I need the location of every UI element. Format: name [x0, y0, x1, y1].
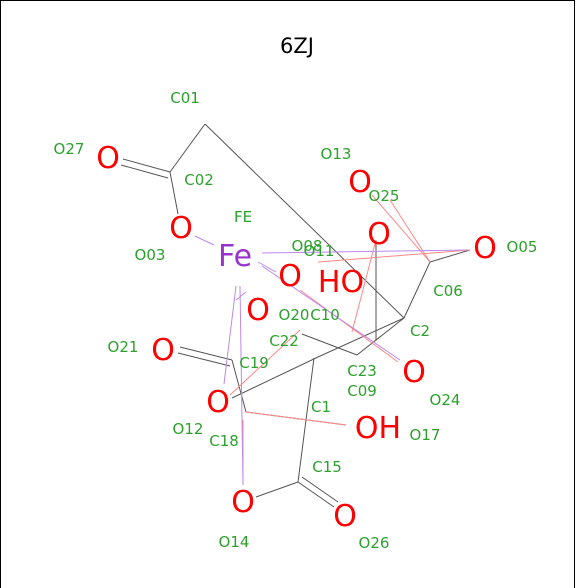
- bond-c02-o27-b: [120, 164, 169, 179]
- label-layer: C01 C02 O27 O03 FE O13 O25 O05 C06 O08 O…: [54, 89, 538, 552]
- atom-symbol-o11: HO: [318, 265, 364, 300]
- bond-fe-o24: [261, 265, 401, 361]
- diagram-title: 6ZJ: [280, 34, 314, 58]
- bond-o05-o11: [317, 249, 471, 263]
- bond-c02-o27-a: [122, 158, 171, 173]
- bond-fe-o08: [261, 249, 469, 254]
- atom-symbol-o05: O: [473, 231, 497, 266]
- atom-label-c10: C10: [310, 306, 340, 324]
- bond-c22-c19: [231, 356, 319, 399]
- atom-symbol-o08: O: [278, 259, 302, 294]
- bond-c02-o03: [169, 171, 179, 215]
- bond-c06-o05: [429, 249, 471, 263]
- atom-symbol-o21: O: [151, 333, 175, 368]
- atom-label-c18: C18: [209, 432, 239, 450]
- atom-label-c15: C15: [312, 458, 342, 476]
- atom-label-c06: C06: [433, 282, 463, 300]
- atom-symbol-o13: O: [348, 165, 372, 200]
- bond-c23-o11: [351, 239, 377, 333]
- bond-c2-c22: [317, 317, 405, 358]
- atom-symbol-o27: O: [96, 141, 120, 176]
- atom-symbol-o25: O: [367, 217, 391, 252]
- bond-c15-o26-a: [297, 481, 335, 508]
- symbol-layer: O O Fe O O O O HO O O O O OH O O: [96, 141, 497, 534]
- atom-label-fe: FE: [234, 208, 252, 226]
- atom-label-o24: O24: [430, 391, 461, 409]
- bond-c06-o25: [389, 199, 431, 263]
- atom-label-c2: C2: [410, 322, 430, 340]
- bond-fe-o12: [223, 285, 237, 385]
- atom-label-c19: C19: [239, 354, 269, 372]
- bond-c10-o24: [299, 289, 399, 363]
- bond-c15-o26-b: [301, 476, 339, 503]
- atom-label-c1: C1: [311, 398, 331, 416]
- bond-c01-c2: [204, 123, 405, 319]
- atom-label-o20: O20: [279, 306, 310, 324]
- atom-label-o25: O25: [369, 187, 400, 205]
- atom-label-o13: O13: [321, 145, 352, 163]
- atom-label-o27: O27: [54, 140, 85, 158]
- atom-label-c02: C02: [184, 171, 214, 189]
- atom-label-c22: C22: [269, 332, 299, 350]
- bond-fe-o20: [257, 261, 277, 273]
- atom-symbol-o12: O: [206, 385, 230, 420]
- bond-c1-o17: [245, 411, 347, 426]
- atom-symbol-o17: OH: [355, 411, 401, 446]
- atom-label-o17: O17: [410, 426, 441, 444]
- bond-c15-o14: [255, 481, 299, 498]
- atom-symbol-o20: O: [246, 293, 270, 328]
- bond-c2-c06: [403, 261, 431, 319]
- atom-label-o11: O11: [304, 242, 335, 260]
- bond-c19-o21-b: [177, 352, 231, 367]
- atom-symbol-o03: O: [169, 211, 193, 246]
- atom-symbol-o26: O: [333, 499, 357, 534]
- atom-label-o12: O12: [173, 420, 204, 438]
- bond-c19-o21-a: [179, 346, 233, 361]
- bond-fe-o21: [235, 291, 247, 301]
- atom-label-o26: O26: [359, 534, 390, 552]
- bond-layer: [120, 123, 471, 508]
- atom-label-o03: O03: [135, 246, 166, 264]
- atom-symbol-o24: O: [402, 355, 426, 390]
- bond-c09-c10: [301, 333, 358, 356]
- bond-c2-c09: [356, 317, 405, 356]
- atom-label-c09: C09: [347, 382, 377, 400]
- bond-fe-o14: [239, 285, 244, 486]
- bond-c01-c02: [169, 123, 206, 173]
- atom-label-o14: O14: [219, 533, 250, 551]
- atom-symbol-o14: O: [231, 485, 255, 520]
- atom-symbol-fe: Fe: [218, 239, 252, 274]
- atom-label-c23: C23: [347, 362, 377, 380]
- atom-label-o08: O08: [292, 237, 323, 255]
- atom-label-o05: O05: [507, 238, 538, 256]
- atom-label-o21: O21: [108, 338, 139, 356]
- atom-label-c01: C01: [170, 89, 200, 107]
- bond-fe-o03: [194, 235, 215, 246]
